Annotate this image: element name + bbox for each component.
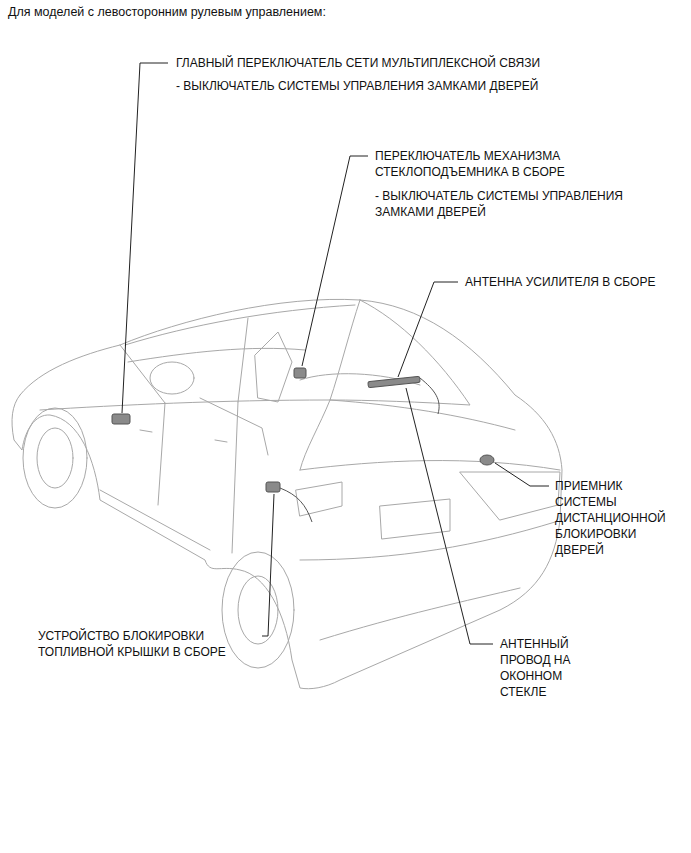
tail-light bbox=[460, 472, 560, 520]
door-handle bbox=[140, 430, 152, 432]
part-name: - ВЫКЛЮЧАТЕЛЬ СИСТЕМЫ УПРАВЛЕНИЯ ЗАМКАМИ… bbox=[375, 188, 637, 220]
roof-line bbox=[125, 305, 355, 345]
trunk-edge bbox=[300, 400, 330, 470]
door-line bbox=[158, 403, 165, 505]
front-seat bbox=[255, 332, 292, 402]
sill-line bbox=[100, 490, 210, 550]
leader-line bbox=[262, 494, 274, 636]
rear-window bbox=[330, 300, 470, 405]
part-name: УСТРОЙСТВО БЛОКИРОВКИ ТОПЛИВНОЙ КРЫШКИ В… bbox=[38, 628, 258, 660]
rear-wheel bbox=[222, 552, 294, 668]
window-switch bbox=[294, 368, 306, 378]
leader-line bbox=[406, 388, 493, 644]
front-wheel bbox=[37, 428, 73, 488]
part-name: - ВЫКЛЮЧАТЕЛЬ СИСТЕМЫ УПРАВЛЕНИЯ ЗАМКАМИ… bbox=[176, 78, 666, 94]
license-plate bbox=[380, 499, 450, 539]
rear-bumper bbox=[300, 522, 555, 560]
leader-line bbox=[495, 463, 549, 486]
a-pillar bbox=[120, 345, 165, 403]
leader-line bbox=[122, 63, 168, 413]
b-pillar bbox=[238, 318, 248, 402]
door-line bbox=[232, 402, 238, 553]
door-handle bbox=[215, 440, 227, 442]
part-name: ГЛАВНЫЙ ПЕРЕКЛЮЧАТЕЛЬ СЕТИ МУЛЬТИПЛЕКСНО… bbox=[176, 55, 666, 71]
steering-wheel bbox=[150, 362, 194, 394]
part-name: ПРИЕМНИК СИСТЕМЫ ДИСТАНЦИОННОЙ БЛОКИРОВК… bbox=[555, 478, 681, 558]
dashboard bbox=[128, 348, 305, 362]
trunk-lid bbox=[300, 461, 560, 470]
leader-line bbox=[302, 156, 368, 366]
tail-light bbox=[296, 482, 342, 516]
belt-line bbox=[40, 400, 515, 430]
lower-bumper bbox=[320, 588, 520, 640]
master-switch bbox=[112, 414, 130, 424]
leader-line bbox=[398, 282, 458, 377]
door-lock-receiver bbox=[480, 455, 494, 465]
part-name: ПЕРЕКЛЮЧАТЕЛЬ МЕХАНИЗМА СТЕКЛОПОДЪЕМНИКА… bbox=[375, 148, 637, 180]
part-name: АНТЕННА УСИЛИТЕЛЯ В СБОРЕ bbox=[465, 274, 687, 290]
center-console bbox=[200, 398, 268, 455]
front-wheel bbox=[23, 408, 87, 508]
rear-wheel bbox=[238, 576, 278, 644]
car-body bbox=[12, 299, 562, 688]
fuel-lid-lock bbox=[266, 482, 280, 492]
part-name: АНТЕННЫЙ ПРОВОД НА ОКОННОМ СТЕКЛЕ bbox=[500, 636, 588, 700]
amplifier-antenna bbox=[368, 376, 420, 387]
page-title: Для моделей с левосторонним рулевым упра… bbox=[8, 4, 326, 20]
fuel-lock-wire bbox=[280, 488, 312, 522]
antenna-wire bbox=[420, 378, 439, 414]
